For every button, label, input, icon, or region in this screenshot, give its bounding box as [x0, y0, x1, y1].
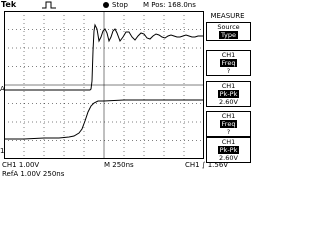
- menu-item-chip: Type: [219, 31, 238, 39]
- stop-indicator-icon: [103, 2, 109, 8]
- ch1-scale-readout: CH1 1.00V: [2, 161, 40, 169]
- reference-waveform: [4, 23, 204, 91]
- menu-item-chip: Pk-Pk: [217, 90, 240, 98]
- readout-bar: CH1 1.00V RefA 1.00V 250ns M 250ns CH1 ∫…: [0, 160, 250, 188]
- menu-item-value: 2.60V: [219, 154, 238, 162]
- horizontal-position-readout: M Pos: 168.0ns: [143, 1, 196, 9]
- menu-item-label: CH1: [221, 112, 236, 120]
- menu-item-value: ?: [226, 128, 231, 136]
- status-bar: Tek Stop M Pos: 168.0ns: [0, 0, 250, 10]
- menu-item-label: Source: [217, 23, 240, 31]
- ref-scale-readout: RefA 1.00V 250ns: [2, 170, 65, 178]
- trigger-status-icon: [42, 0, 56, 13]
- timebase-readout: M 250ns: [104, 161, 134, 169]
- acquisition-status: Stop: [112, 1, 128, 9]
- menu-item-value: ?: [226, 67, 231, 75]
- trigger-readout: CH1 ∫ 1.56V: [185, 161, 229, 169]
- menu-item-measure-1[interactable]: CH1 Freq ?: [206, 50, 251, 76]
- ch1-marker: 1: [0, 147, 5, 155]
- reference-marker: A: [0, 85, 5, 93]
- menu-item-value: 2.60V: [219, 98, 238, 106]
- measure-menu: MEASURE Source Type CH1 Freq ? CH1 Pk-Pk…: [205, 11, 251, 163]
- menu-item-source-type[interactable]: Source Type: [206, 22, 251, 41]
- menu-item-measure-3[interactable]: CH1 Freq ?: [206, 111, 251, 137]
- menu-item-measure-4[interactable]: CH1 Pk-Pk 2.60V: [206, 137, 251, 163]
- menu-item-label: CH1: [221, 138, 236, 146]
- menu-item-chip: Freq: [219, 59, 238, 67]
- graticule: [4, 11, 204, 159]
- menu-item-chip: Pk-Pk: [217, 146, 240, 154]
- menu-item-measure-2[interactable]: CH1 Pk-Pk 2.60V: [206, 81, 251, 107]
- menu-item-label: CH1: [221, 82, 236, 90]
- waveform-display: A 1: [0, 11, 204, 159]
- menu-title: MEASURE: [210, 12, 245, 20]
- menu-item-chip: Freq: [219, 120, 238, 128]
- ch1-waveform: [4, 99, 204, 140]
- brand-logo: Tek: [1, 0, 17, 9]
- menu-item-label: CH1: [221, 51, 236, 59]
